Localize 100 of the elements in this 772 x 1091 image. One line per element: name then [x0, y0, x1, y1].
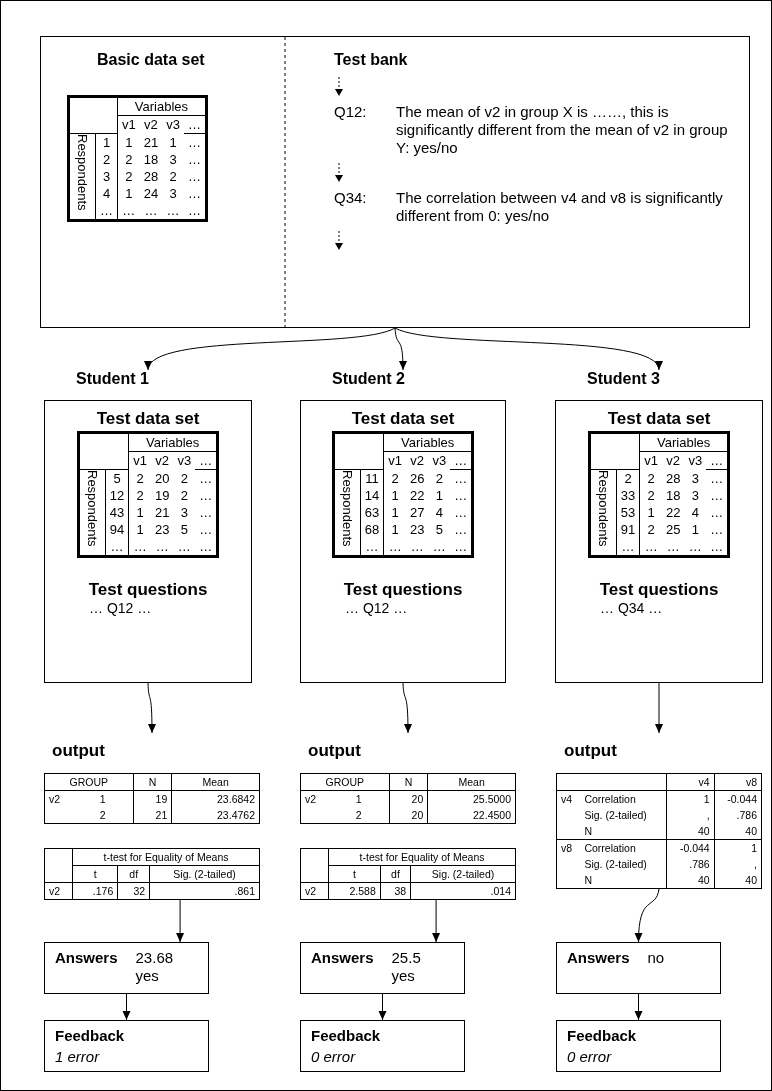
data-value: … [151, 538, 174, 557]
arrow [147, 682, 156, 734]
data-value: 25.5000 [427, 790, 516, 807]
data-value: 18 [142, 151, 160, 168]
row-label: 4 [95, 185, 118, 202]
data-value: 1 [690, 521, 700, 538]
data-value: 2 [128, 487, 151, 504]
answer-value: no [647, 949, 665, 967]
data-value: … [183, 133, 207, 151]
data-value: .786 [714, 807, 762, 823]
section-heading: Test questions [87, 580, 209, 600]
data-value: … [195, 504, 218, 521]
field-label: Feedback [55, 1027, 126, 1044]
data-value: 32 [117, 882, 150, 900]
feedback-panel [556, 1020, 721, 1072]
field-label: Feedback [311, 1027, 382, 1044]
arrow [394, 327, 407, 371]
row-label: 33 [616, 487, 640, 504]
data-value: 5 [179, 521, 189, 538]
data-value: … [128, 538, 151, 557]
data-value: 19 [133, 790, 172, 807]
arrow [378, 993, 387, 1021]
data-value: 4 [690, 504, 700, 521]
data-value: … [117, 202, 140, 221]
row-label: 53 [616, 504, 640, 521]
data-value: 24 [142, 185, 160, 202]
data-value: 1 [117, 185, 140, 202]
question-number: Q12: [334, 103, 368, 122]
data-value: … [706, 504, 729, 521]
column-header: Mean [171, 773, 260, 791]
answer-value: 23.68 [135, 949, 174, 967]
data-value: 18 [665, 487, 682, 504]
column-heading: Student 2 [332, 370, 405, 389]
data-value: 23 [154, 521, 171, 538]
column-header: GROUP [44, 773, 134, 791]
question-list: … Q34 … [600, 600, 754, 616]
data-value: 2 [117, 168, 140, 185]
row-label: 3 [95, 168, 118, 185]
arrow [394, 327, 660, 371]
data-value: … [195, 487, 218, 504]
column-header: v2 [139, 115, 163, 134]
data-value: … [195, 521, 218, 538]
column-header: t [72, 865, 118, 883]
answer-panel [300, 942, 465, 994]
data-value: 40 [666, 823, 715, 840]
data-value: 40 [714, 872, 762, 889]
row-label: v2 [44, 882, 73, 900]
data-table [67, 95, 208, 222]
data-table [331, 431, 475, 558]
column-header: … [195, 451, 218, 470]
column-header: v2 [662, 451, 685, 470]
column-header: Sig. (2-tailed) [149, 865, 260, 883]
data-value: 3 [168, 151, 178, 168]
data-value: 1 [666, 790, 715, 807]
data-value: … [183, 185, 207, 202]
section-heading: Test bank [334, 51, 408, 69]
section-heading: output [564, 741, 617, 761]
data-value: … [450, 504, 473, 521]
data-table [76, 431, 220, 558]
answer-value: yes [135, 967, 160, 985]
data-value: 2 [383, 469, 406, 487]
arrow [634, 888, 660, 943]
arrow [176, 899, 185, 943]
column-header: Variables [639, 432, 729, 452]
data-value: 5 [434, 521, 444, 538]
row-label: v4 [556, 790, 581, 840]
row-label: N [580, 823, 667, 840]
answer-panel [44, 942, 209, 994]
data-value: … [183, 168, 207, 185]
row-label: Correlation [580, 790, 667, 807]
data-value: … [684, 538, 707, 557]
question-text: The mean of v2 in group X is ……, this is significantly different from the mean of v2 in group Y: yes/no [396, 103, 729, 157]
row-label: v2 [300, 790, 352, 824]
data-value: 1 [383, 521, 406, 538]
data-value: 3 [684, 469, 707, 487]
feedback-note: 1 error [55, 1048, 101, 1065]
row-label: 12 [105, 487, 129, 504]
data-table [44, 848, 260, 900]
answer-value: 25.5 [391, 949, 421, 967]
data-value: 3 [690, 487, 700, 504]
column-header: Variables [383, 432, 473, 452]
row-label: v2 [44, 790, 96, 824]
row-label: 1 [351, 790, 390, 807]
data-value: 2 [639, 487, 662, 504]
section-heading: Test data set [95, 409, 201, 429]
column-header: v2 [406, 451, 429, 470]
data-value: 1 [434, 487, 444, 504]
data-value: 23 [409, 521, 426, 538]
column-header: v1 [383, 451, 406, 470]
data-value: … [383, 538, 406, 557]
axis-label: Respondents [594, 470, 612, 547]
row-label: 63 [360, 504, 384, 521]
data-value: … [195, 469, 218, 487]
data-table [300, 848, 516, 900]
column-header: t-test for Equality of Means [72, 848, 260, 866]
section-heading: output [308, 741, 361, 761]
data-value: 20 [154, 469, 171, 487]
section-heading: Test questions [342, 580, 464, 600]
column-header: … [450, 451, 473, 470]
axis-label: Respondents [74, 134, 91, 211]
